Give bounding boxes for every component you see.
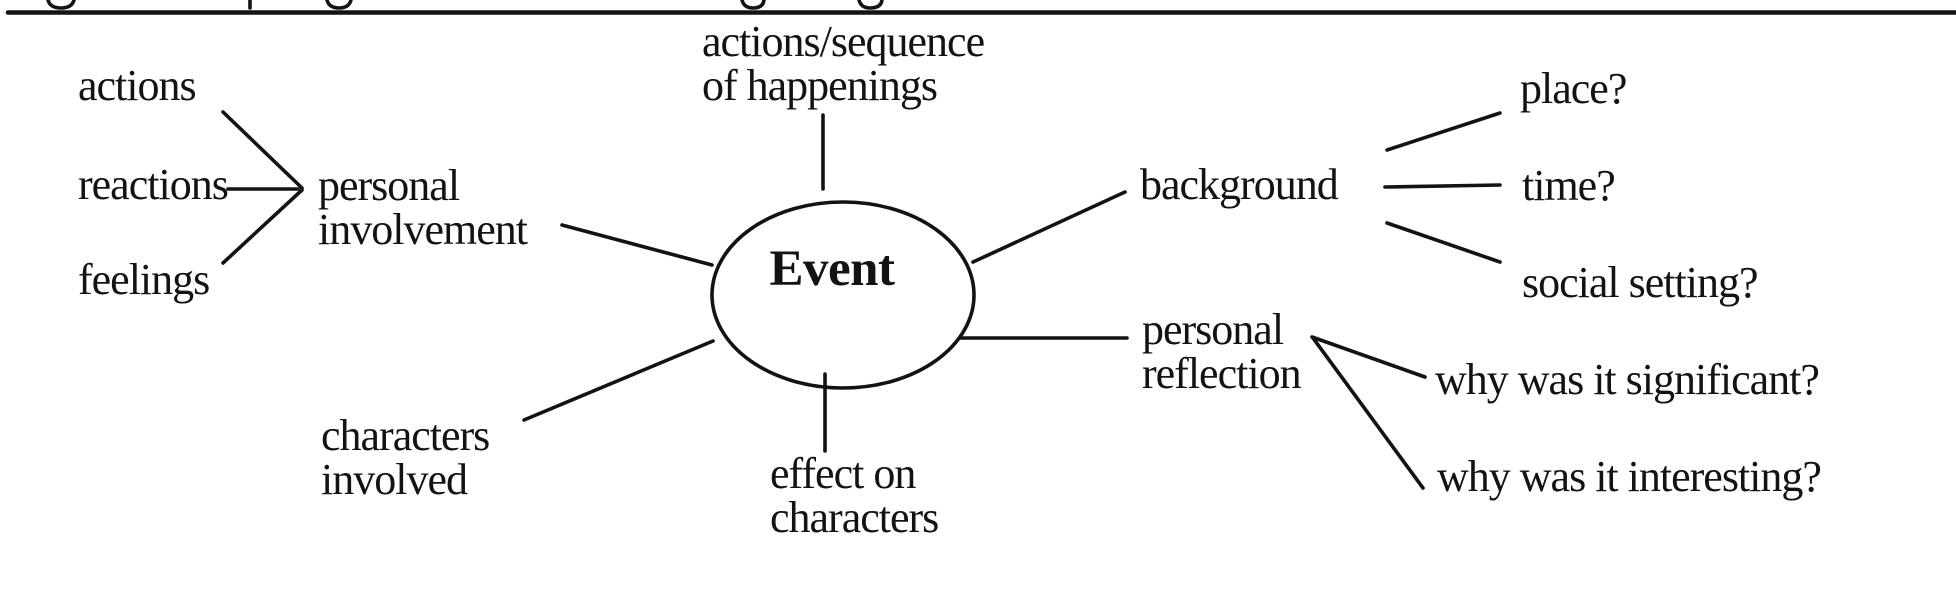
leaf-place-label: place? bbox=[1520, 64, 1627, 113]
event-node-label: Event bbox=[769, 241, 896, 297]
connector-background-to-social bbox=[1385, 221, 1502, 264]
branch-actions-sequence-label: actions/sequence of happenings bbox=[702, 17, 985, 110]
leaf-why-interesting-label: why was it interesting? bbox=[1437, 452, 1822, 501]
leaf-reactions-label: reactions bbox=[78, 160, 229, 209]
connector-background-to-time bbox=[1383, 183, 1502, 189]
connector-involvement-to-event bbox=[560, 223, 714, 267]
branch-background-label: background bbox=[1140, 160, 1339, 209]
connector-characters-to-event bbox=[522, 339, 715, 422]
leaf-time-label: time? bbox=[1522, 161, 1616, 210]
event-ellipse bbox=[710, 200, 976, 390]
connector-reflection-to-interesting bbox=[1311, 336, 1425, 490]
branch-personal-reflection-label: personal reflection bbox=[1142, 305, 1302, 398]
connector-feelings-to-involvement bbox=[221, 188, 304, 265]
leaf-social-setting-label: social setting? bbox=[1522, 258, 1758, 307]
clipped-text-descenders bbox=[46, 0, 884, 10]
connector-background-to-place bbox=[1385, 111, 1502, 152]
connector-reflection-to-significant bbox=[1310, 335, 1427, 379]
leaf-why-significant-label: why was it significant? bbox=[1435, 355, 1820, 404]
branch-personal-involvement-label: personal involvement bbox=[318, 161, 528, 254]
connector-event-to-background bbox=[971, 190, 1127, 264]
connector-actions-to-involvement bbox=[221, 110, 304, 190]
leaf-actions-label: actions bbox=[78, 61, 197, 110]
leaf-feelings-label: feelings bbox=[78, 255, 210, 304]
branch-characters-involved-label: characters involved bbox=[321, 411, 490, 504]
branch-effect-on-characters-label: effect on characters bbox=[770, 449, 939, 542]
